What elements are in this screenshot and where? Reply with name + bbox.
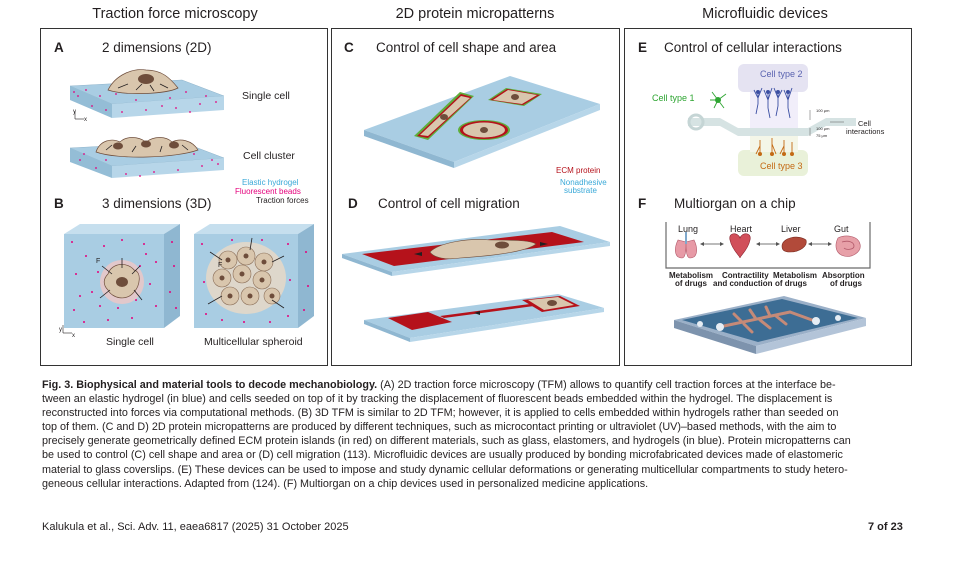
label-cell-type-1: Cell type 1	[652, 93, 695, 103]
caption-line-4: top of them. (C and D) 2D protein microp…	[42, 421, 837, 434]
dimension-label-2: 100 μm	[816, 126, 830, 131]
microfluidic-coculture-device	[687, 64, 856, 176]
organ-function-gut-line2: of drugs	[830, 279, 862, 288]
tfm-3d-single-cell-cube	[64, 224, 180, 328]
axis-label-y-2d: y	[73, 109, 76, 115]
panel-title-a: 2 dimensions (2D)	[102, 40, 212, 55]
panel-label-b: B	[54, 196, 64, 211]
label-cell-type-3: Cell type 3	[760, 161, 803, 171]
column-title-micropatterns: 2D protein micropatterns	[395, 6, 555, 22]
panel-label-d: D	[348, 196, 358, 211]
organ-function-heart-line1: Contractility	[722, 271, 769, 280]
caption-line-6: be used to control (C) cell shape and ar…	[42, 449, 843, 462]
caption-line-8: geneous cellular interactions. Adapted f…	[42, 477, 649, 490]
organ-function-liver-line1: Metabolism	[773, 271, 818, 280]
label-cell-cluster: Cell cluster	[243, 150, 295, 162]
panel-title-d: Control of cell migration	[378, 196, 520, 211]
label-nonadhesive: Nonadhesive	[560, 178, 607, 187]
axis-indicator-3d	[62, 325, 72, 334]
axis-indicator-2d	[74, 111, 84, 120]
dimension-label-3: 75 μm	[816, 133, 828, 138]
footer-citation: Kalukula et al., Sci. Adv. 11, eaea6817 …	[42, 521, 349, 533]
label-multicellular-spheroid: Multicellular spheroid	[204, 336, 303, 348]
micropattern-migration-channel	[364, 294, 604, 342]
label-substrate: substrate	[564, 186, 597, 195]
figure-caption: Fig. 3. Biophysical and material tools t…	[42, 378, 926, 491]
legend-traction-forces: Traction forces	[256, 196, 309, 205]
organ-label-lung: Lung	[678, 224, 699, 234]
multiorgan-chain-diagram	[665, 222, 871, 269]
axis-label-y-3d: y	[59, 327, 62, 333]
organ-label-heart: Heart	[730, 224, 753, 234]
label-single-cell-3d: Single cell	[106, 336, 154, 348]
label-ecm-protein: ECM protein	[556, 166, 601, 175]
label-cell-type-2: Cell type 2	[760, 69, 803, 79]
panel-label-f: F	[638, 196, 647, 211]
panel-label-c: C	[344, 40, 354, 55]
legend-fluorescent-beads: Fluorescent beads	[235, 187, 301, 196]
label-single-cell-2d: Single cell	[242, 90, 290, 102]
panel-title-f: Multiorgan on a chip	[674, 196, 796, 211]
organ-label-gut: Gut	[834, 224, 849, 234]
legend-elastic-hydrogel: Elastic hydrogel	[242, 178, 299, 187]
panel-title-c: Control of cell shape and area	[376, 40, 557, 55]
axis-label-x-3d: x	[72, 333, 75, 339]
panel-label-e: E	[638, 40, 648, 55]
label-cell-interactions-line2: interactions	[846, 127, 885, 136]
micropattern-migration-strip	[342, 226, 610, 276]
organ-label-liver: Liver	[781, 224, 801, 234]
force-label-spheroid: F	[218, 262, 223, 269]
organ-function-gut-line1: Absorption	[822, 271, 865, 280]
column-title-tfm: Traction force microscopy	[92, 6, 258, 22]
organ-function-liver-line2: of drugs	[775, 279, 807, 288]
dimension-label-1: 100 μm	[816, 108, 830, 113]
axis-label-x-2d: x	[84, 117, 87, 123]
micropattern-shape-substrate	[364, 76, 600, 168]
tfm-2d-single-cell-illustration	[69, 69, 225, 118]
tfm-3d-spheroid-cube	[194, 224, 314, 328]
force-label-single: F	[96, 258, 101, 265]
column-title-microfluidics: Microfluidic devices	[702, 6, 828, 22]
tfm-2d-cell-cluster-illustration	[69, 137, 225, 178]
panel-title-b: 3 dimensions (3D)	[102, 196, 212, 211]
caption-figure-title: Fig. 3. Biophysical and material tools t…	[42, 379, 378, 391]
label-cell-interactions-line1: Cell	[858, 119, 871, 128]
multiorgan-chip-illustration	[674, 296, 866, 354]
caption-line-2: tween an elastic hydrogel (in blue) and …	[42, 393, 833, 406]
caption-line-1: Fig. 3. Biophysical and material tools t…	[42, 379, 836, 391]
caption-line-3: reconstructed into forces via computatio…	[42, 407, 839, 420]
panel-label-a: A	[54, 40, 64, 55]
organ-function-lung-line2: of drugs	[675, 279, 707, 288]
panel-title-e: Control of cellular interactions	[664, 40, 842, 55]
organ-function-lung-line1: Metabolism	[669, 271, 714, 280]
caption-line-7: material to glass coverslips. (E) These …	[42, 463, 848, 476]
caption-line-5: precisely generate geometrically defined…	[42, 435, 851, 448]
organ-function-heart-line2: and conduction	[713, 279, 773, 288]
footer-page-number: 7 of 23	[868, 521, 903, 533]
